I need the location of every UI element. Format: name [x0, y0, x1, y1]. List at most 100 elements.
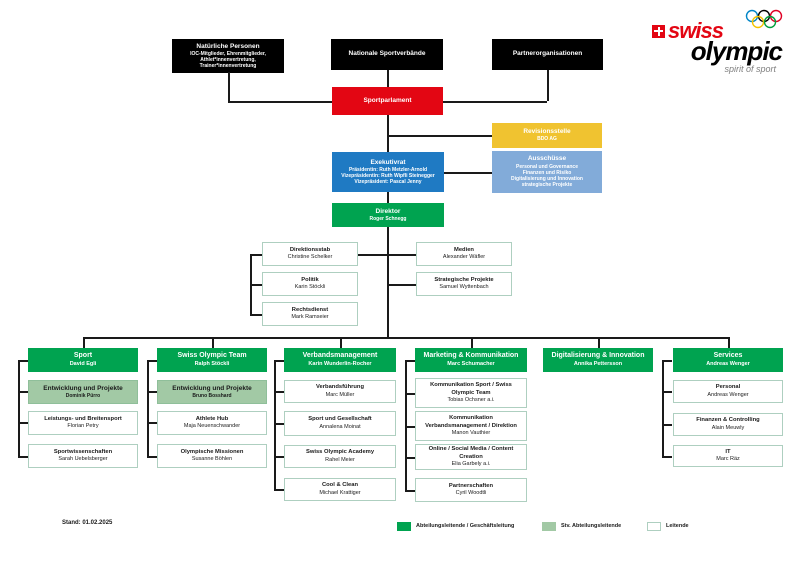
connector-line: [250, 314, 262, 316]
dept-unit-swiss-olympic-academy-title: Swiss Olympic Academy: [305, 449, 375, 456]
staff-unit-rechtsdienst-detail: Mark Ramseier: [291, 314, 329, 321]
connector-line: [662, 360, 672, 362]
olympic-rings-icon: [745, 9, 783, 29]
dept-header-services-title: Services: [713, 352, 743, 360]
connector-line: [405, 490, 415, 492]
connector-line: [387, 135, 492, 137]
dept-unit-kommunikation-verbandsmanagement-direktion-title: Kommunikation Verbandsmanagement / Direk…: [425, 415, 517, 429]
swiss-cross-icon: [652, 24, 665, 38]
connector-line: [274, 391, 284, 393]
connector-line: [274, 360, 284, 362]
staff-unit-direktionsstab-detail: Christine Schelker: [287, 254, 333, 261]
connector-line: [147, 422, 157, 424]
dept-header-sport-detail: David Egli: [69, 360, 97, 367]
staff-unit-strategische-projekte-title: Strategische Projekte: [434, 276, 494, 283]
dept-unit-sport-und-gesellschaft-title: Sport und Gesellschaft: [308, 416, 372, 423]
connector-line: [387, 115, 389, 152]
staff-unit-medien-title: Medien: [454, 246, 474, 253]
org-box-sportparlament: Sportparlament: [332, 87, 443, 115]
legend-item-stv-abteilungsleitende: Stv. Abteilungsleitende: [542, 521, 621, 531]
staff-unit-politik-detail: Karin Stöckli: [294, 284, 326, 291]
connector-line: [405, 426, 415, 428]
connector-line: [387, 192, 389, 203]
dept-unit-athlete-hub-title: Athlete Hub: [195, 415, 229, 422]
dept-header-sport-title: Sport: [73, 352, 93, 360]
dept-unit-verbandsf-hrung-detail: Marc Müller: [325, 391, 355, 398]
legend-label: Abteilungsleitende / Geschäftsleitung: [416, 523, 515, 529]
legend-item-abteilungsleitende: Abteilungsleitende / Geschäftsleitung: [397, 521, 514, 531]
org-box-natuerliche-personen-detail: IOC-Mitglieder, Ehrenmitglieder,: [190, 50, 266, 57]
connector-line: [728, 337, 730, 348]
org-box-sportparlament-title: Sportparlament: [363, 96, 412, 104]
dept-unit-leistungs-und-breitensport-title: Leistungs- und Breitensport: [44, 415, 122, 422]
dept-unit-it-title: IT: [725, 448, 731, 455]
dept-unit-entwicklung-und-projekte-detail: Dominik Pürro: [65, 392, 101, 399]
org-box-revisionsstelle-detail: BDO AG: [537, 136, 557, 143]
dept-header-services-detail: Andreas Wenger: [706, 360, 750, 367]
dept-unit-entwicklung-und-projekte-detail: Bruno Bosshard: [192, 392, 232, 399]
connector-line: [18, 360, 28, 362]
connector-line: [598, 337, 600, 348]
dept-header-verbandsmanagement-detail: Karin Wunderlin-Rocher: [308, 360, 372, 367]
connector-line: [274, 423, 284, 425]
dept-unit-olympische-missionen-detail: Susanne Böhlen: [191, 456, 233, 463]
dept-unit-athlete-hub-detail: Maja Neuenschwander: [183, 423, 241, 430]
legend-swatch-light-green: [542, 521, 556, 531]
staff-unit-strategische-projekte-detail: Samuel Wyttenbach: [439, 284, 489, 291]
legend-swatch-green: [397, 521, 411, 531]
dept-header-digitalisierung-innovation-title: Digitalisierung & Innovation: [551, 352, 645, 360]
legend-item-leitende: Leitende: [647, 521, 689, 531]
connector-line: [147, 360, 149, 457]
dept-unit-olympische-missionen-title: Olympische Missionen: [180, 448, 244, 455]
connector-line: [212, 337, 214, 348]
connector-line: [228, 101, 332, 103]
dept-unit-personal-detail: Andreas Wenger: [707, 391, 749, 398]
dept-unit-leistungs-und-breitensport-detail: Florian Petry: [67, 423, 99, 430]
connector-line: [18, 456, 28, 458]
dept-unit-finanzen-controlling-title: Finanzen & Controlling: [696, 417, 760, 424]
dept-unit-sportwissenschaften-title: Sportwissenschaften: [53, 448, 113, 455]
org-box-nationale-sportverbaende-title: Nationale Sportverbände: [348, 50, 426, 58]
org-box-natuerliche-personen-detail: Trainer*innenvertretung: [199, 63, 257, 70]
dept-unit-entwicklung-und-projekte-title: Entwicklung und Projekte: [43, 384, 123, 392]
connector-line: [662, 424, 672, 426]
dept-unit-online-social-media-content-creation-title: Online / Social Media / Content Creation: [428, 446, 514, 460]
org-box-nationale-sportverbaende: Nationale Sportverbände: [331, 39, 443, 70]
logo-brand-swiss: swiss: [668, 18, 724, 43]
staff-unit-medien-detail: Alexander Wäfler: [442, 254, 486, 261]
connector-line: [662, 360, 664, 456]
connector-line: [274, 456, 284, 458]
connector-line: [387, 284, 416, 286]
connector-line: [471, 337, 473, 348]
swiss-olympic-logo: swiss olympic spirit of sport: [640, 8, 790, 80]
org-box-partnerorganisationen-title: Partnerorganisationen: [512, 50, 583, 58]
dept-unit-it-detail: Marc Räz: [716, 456, 740, 463]
dept-unit-kommunikation-sport-swiss-olympic-team-title: Kommunikation Sport / Swiss Olympic Team: [430, 382, 512, 396]
dept-unit-partnerschaften-title: Partnerschaften: [448, 482, 494, 489]
connector-line: [405, 393, 415, 395]
dept-unit-swiss-olympic-academy-detail: Rahel Meier: [325, 456, 355, 463]
connector-line: [147, 391, 157, 393]
staff-unit-rechtsdienst-title: Rechtsdienst: [291, 306, 329, 313]
org-box-natuerliche-personen-title: Natürliche Personen: [196, 42, 260, 50]
dept-header-swiss-olympic-team-detail: Ralph Stöckli: [194, 360, 230, 367]
